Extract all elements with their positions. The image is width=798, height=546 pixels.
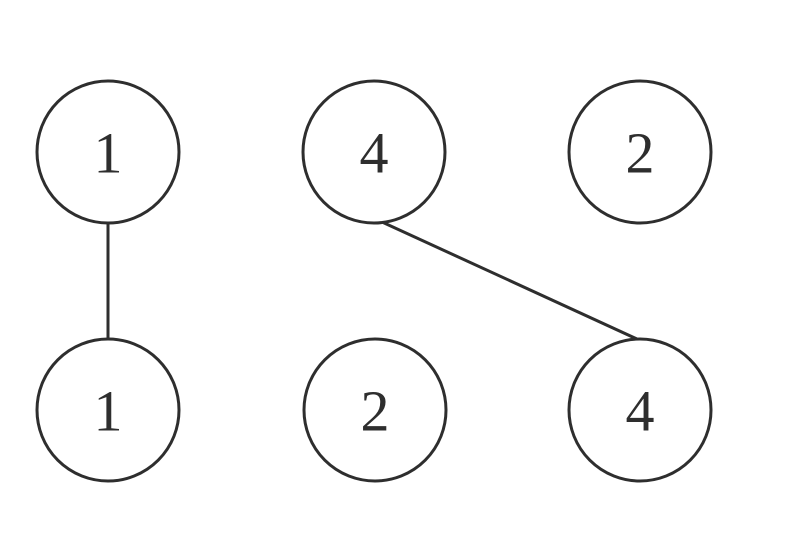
node-label: 1 [94, 379, 123, 444]
node-label: 1 [94, 121, 123, 186]
edges-layer [106, 220, 638, 341]
node-circle[interactable] [567, 337, 713, 483]
graph-edge[interactable] [381, 220, 638, 341]
graph-node[interactable]: 2 [567, 79, 713, 225]
graph-node[interactable]: 1 [35, 79, 181, 225]
node-label: 2 [626, 121, 655, 186]
nodes-layer: 1 4 2 1 2 4 [35, 79, 713, 483]
node-label: 2 [361, 379, 390, 444]
node-circle[interactable] [567, 79, 713, 225]
graph-node[interactable]: 4 [301, 79, 447, 225]
node-label: 4 [360, 121, 389, 186]
graph-node[interactable]: 4 [567, 337, 713, 483]
graph-node[interactable]: 1 [35, 337, 181, 483]
node-circle[interactable] [35, 79, 181, 225]
node-circle[interactable] [301, 79, 447, 225]
graph-node[interactable]: 2 [302, 337, 448, 483]
node-label: 4 [626, 379, 655, 444]
node-circle[interactable] [302, 337, 448, 483]
node-circle[interactable] [35, 337, 181, 483]
